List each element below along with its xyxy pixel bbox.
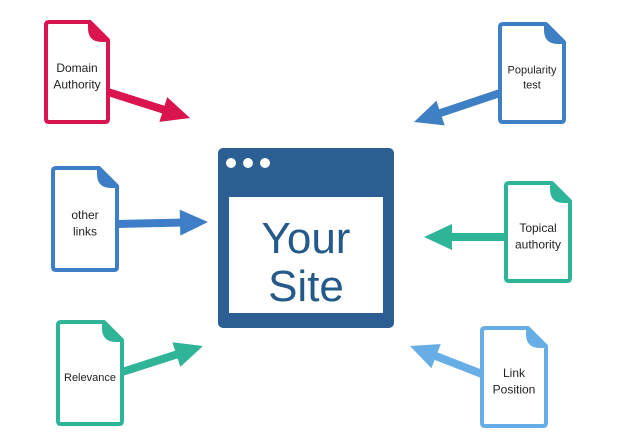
factor-other-links: other links <box>51 166 208 272</box>
page-fold-icon <box>97 168 117 188</box>
page-fold-icon <box>526 328 546 348</box>
document-icon <box>51 166 119 272</box>
factor-label: Position <box>493 382 536 396</box>
factor-label: other <box>71 208 98 222</box>
factor-label: Topical <box>519 221 556 235</box>
arrow-icon <box>410 344 484 378</box>
browser-window-content <box>229 197 383 313</box>
factor-label: authority <box>515 237 561 251</box>
page-fold-icon <box>88 22 108 42</box>
document-icon <box>498 22 566 124</box>
site-title-line-2: Site <box>268 262 344 311</box>
factor-label: Domain <box>56 61 97 75</box>
your-site-window: Your Site <box>218 148 394 328</box>
page-fold-icon <box>102 322 122 342</box>
factor-popularity-test: Popularity test <box>414 22 566 126</box>
arrow-icon <box>116 209 208 236</box>
window-dot-icon <box>226 158 236 168</box>
factor-label: test <box>523 79 541 91</box>
arrow-icon <box>120 342 203 376</box>
window-dot-icon <box>260 158 270 168</box>
factor-relevance: Relevance <box>56 320 203 426</box>
factor-label: Link <box>503 366 526 380</box>
window-dot-icon <box>243 158 253 168</box>
factor-label: Authority <box>53 77 100 91</box>
document-icon <box>56 320 124 426</box>
site-title-line-1: Your <box>262 214 351 263</box>
document-icon <box>44 20 110 124</box>
factor-label: links <box>73 224 97 238</box>
document-icon <box>480 326 548 428</box>
arrow-icon <box>106 88 190 122</box>
arrow-icon <box>424 224 506 250</box>
factor-label: Relevance <box>64 372 116 384</box>
document-icon <box>504 181 572 283</box>
page-fold-icon <box>550 183 570 203</box>
factor-label: Popularity <box>508 64 557 76</box>
page-fold-icon <box>544 24 564 44</box>
arrow-icon <box>414 89 502 126</box>
factor-topical-authority: Topical authority <box>424 181 572 283</box>
